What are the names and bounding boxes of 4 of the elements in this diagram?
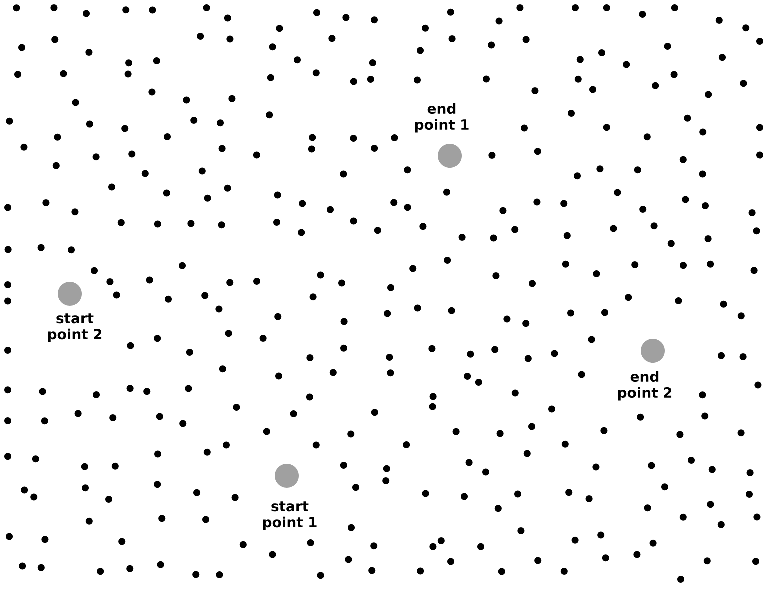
point-label: start point 1 xyxy=(263,502,317,530)
point-label: end point 2 xyxy=(618,371,672,401)
point-label: end point 1 xyxy=(415,103,469,133)
point-label: start point 2 xyxy=(48,314,102,342)
